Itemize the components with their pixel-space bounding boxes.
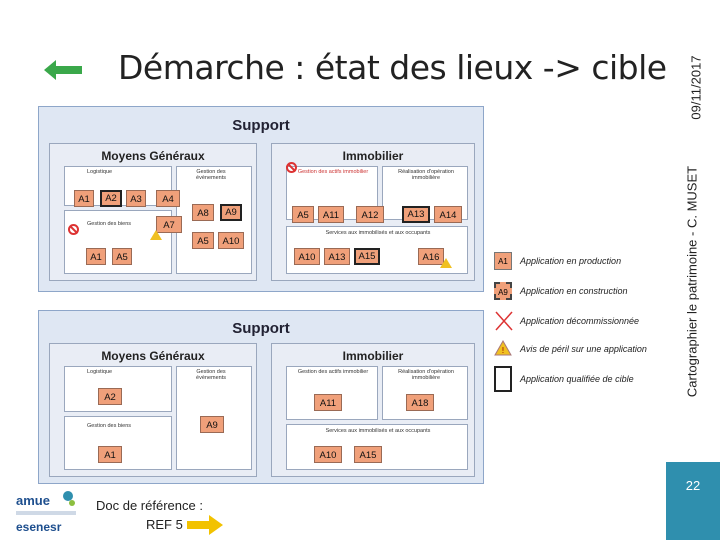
app-chip[interactable]: A15	[354, 248, 380, 265]
current-actifs-label: Gestion des actifs immobilier	[297, 169, 369, 175]
app-chip[interactable]: A7	[156, 216, 182, 233]
app-chip[interactable]: A10	[314, 446, 342, 463]
app-chip[interactable]: A13	[324, 248, 350, 265]
app-chip[interactable]: A16	[418, 248, 444, 265]
warning-icon: !	[494, 340, 512, 356]
decommissioned-cross-icon	[495, 311, 513, 331]
slide-title: Démarche : état des lieux -> cible	[118, 48, 667, 87]
current-support-title: Support	[232, 117, 290, 134]
back-arrow-icon[interactable]	[44, 58, 84, 82]
app-chip[interactable]: A10	[218, 232, 244, 249]
side-label: Cartographier le patrimoine - C. MUSET	[684, 165, 700, 398]
app-chip[interactable]: A12	[356, 206, 384, 223]
target-evenements-label: Gestion des évènements	[196, 369, 226, 381]
current-logistique-label: Logistique	[87, 169, 113, 175]
target-immobilier-group: Immobilier Gestion des actifs immobilier…	[271, 343, 475, 477]
target-realisation-label: Réalisation d'opération immobilière	[398, 369, 454, 381]
legend-peril-text: Avis de péril sur une application	[520, 344, 647, 354]
target-moyens-group: Moyens Généraux Logistique Gestion des é…	[49, 343, 257, 477]
app-chip[interactable]: A11	[318, 206, 344, 223]
current-support-panel: Support Moyens Généraux Logistique Gesti…	[38, 106, 484, 292]
app-chip[interactable]: A5	[192, 232, 214, 249]
app-chip[interactable]: A14	[434, 206, 462, 223]
legend-decommissioned-text: Application décommissionnée	[520, 316, 640, 326]
slide-date: 09/11/2017	[688, 55, 704, 120]
app-chip[interactable]: A5	[292, 206, 314, 223]
legend-target-text: Application qualifiée de cible	[520, 374, 634, 384]
page-number: 22	[685, 478, 701, 493]
side-band: 09/11/2017 Cartographier le patrimoine -…	[666, 0, 720, 470]
logo-amue-text: amue	[16, 493, 50, 508]
app-chip[interactable]: A13	[402, 206, 430, 223]
target-support-title: Support	[232, 320, 290, 337]
target-immobilier-title: Immobilier	[342, 349, 404, 363]
target-support-panel: Support Moyens Généraux Logistique Gesti…	[38, 310, 484, 484]
target-realisation: Réalisation d'opération immobilière	[382, 366, 468, 420]
target-services-label: Services aux immobilisés et aux occupant…	[325, 428, 431, 434]
logo-esenesr-text: esenesr	[16, 520, 62, 534]
app-chip[interactable]: A2	[98, 388, 122, 405]
legend-construction-chip: A9	[494, 282, 512, 300]
target-evenements: Gestion des évènements	[176, 366, 252, 470]
app-chip[interactable]: A18	[406, 394, 434, 411]
current-immobilier-title: Immobilier	[342, 149, 404, 163]
forbidden-icon	[68, 224, 79, 235]
current-moyens-group: Moyens Généraux Logistique Gestion des é…	[49, 143, 257, 281]
legend-production-chip: A1	[494, 252, 512, 270]
forbidden-icon	[286, 162, 297, 173]
app-chip[interactable]: A8	[192, 204, 214, 221]
app-chip[interactable]: A9	[220, 204, 242, 221]
target-moyens-title: Moyens Généraux	[101, 349, 205, 363]
current-moyens-title: Moyens Généraux	[101, 149, 205, 163]
footer-doc-label: Doc de référence :	[96, 498, 203, 513]
app-chip[interactable]: A5	[112, 248, 132, 265]
ref-arrow-icon[interactable]	[187, 515, 223, 535]
app-chip[interactable]: A4	[156, 190, 180, 207]
app-chip[interactable]: A2	[100, 190, 122, 207]
legend-production-text: Application en production	[520, 256, 622, 266]
page-number-box	[666, 462, 720, 540]
target-actifs: Gestion des actifs immobilier	[286, 366, 378, 420]
app-chip[interactable]: A1	[74, 190, 94, 207]
target-logistique-label: Logistique	[87, 369, 113, 375]
legend-construction-text: Application en construction	[520, 286, 628, 296]
app-chip[interactable]: A3	[126, 190, 146, 207]
app-chip[interactable]: A1	[86, 248, 106, 265]
current-immobilier-group: Immobilier Gestion des actifs immobilier…	[271, 143, 475, 281]
app-chip[interactable]: A1	[98, 446, 122, 463]
amue-esenesr-logo: amue esenesr	[16, 491, 76, 534]
warning-icon	[150, 230, 162, 240]
legend-target-chip	[494, 366, 512, 392]
svg-text:!: !	[501, 346, 504, 355]
current-evenements-label: Gestion des évènements	[196, 169, 226, 181]
app-chip[interactable]: A11	[314, 394, 342, 411]
footer-ref-label: REF 5	[146, 517, 183, 532]
target-biens-label: Gestion des biens	[87, 423, 132, 429]
current-services-label: Services aux immobilisés et aux occupant…	[325, 230, 431, 236]
current-biens-label: Gestion des biens	[87, 221, 132, 227]
current-realisation-label: Réalisation d'opération immobilière	[398, 169, 454, 181]
app-chip[interactable]: A9	[200, 416, 224, 433]
app-chip[interactable]: A15	[354, 446, 382, 463]
target-actifs-label: Gestion des actifs immobilier	[297, 369, 369, 375]
app-chip[interactable]: A10	[294, 248, 320, 265]
warning-icon	[440, 258, 452, 268]
